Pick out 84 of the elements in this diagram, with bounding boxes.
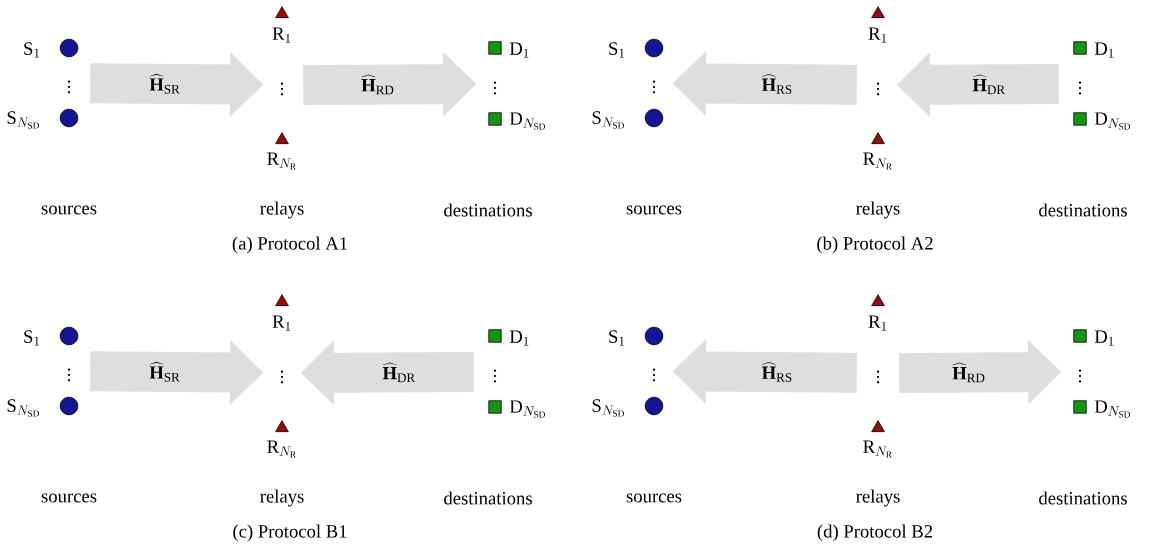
group-label: sources [41,493,97,503]
source-dot [59,38,79,58]
edge-label: $\widehat{\mathbf{H}}_{\mathrm{RS}}$ [761,74,792,94]
group-label: relays [260,489,304,507]
node-label: $\mathrm{R}_{N_{\mathrm{R}}}$ [267,440,296,458]
node-label: $\mathrm{R}_{1}$ [272,315,291,331]
vertical-dots: $\vdots$ [652,80,656,94]
node-label: $\mathrm{D}_{N_{\mathrm{SD}}}$ [1094,112,1130,130]
group-label: relays [856,201,900,219]
vertical-dots: $\vdots$ [876,370,880,384]
destination-square [488,400,502,414]
node-label: $\mathrm{R}_{N_{\mathrm{R}}}$ [863,152,892,170]
node-label: $\mathrm{R}_{1}$ [272,27,291,43]
group-label: destinations [444,491,532,505]
vertical-dots: $\vdots$ [280,82,284,96]
destination-square [488,41,502,55]
vertical-dots: $\vdots$ [493,81,497,95]
destination-square [488,329,502,343]
edge-label: $\widehat{\mathbf{H}}_{\mathrm{SR}}$ [149,73,180,94]
node-label: $\mathrm{S}_{1}$ [609,330,624,346]
vertical-dots: $\vdots$ [67,80,71,94]
group-label: destinations [444,203,532,217]
node-label: $\mathrm{R}_{N_{\mathrm{R}}}$ [267,152,296,170]
edge-label: $\widehat{\mathbf{H}}_{\mathrm{DR}}$ [972,74,1006,95]
group-label: relays [856,489,900,507]
node-label: $\mathrm{D}_{N_{\mathrm{SD}}}$ [1094,400,1130,418]
node-label: $\mathrm{D}_{N_{\mathrm{SD}}}$ [509,112,545,130]
destination-square [488,112,502,126]
vertical-dots: $\vdots$ [652,368,656,382]
group-label: relays [260,201,304,219]
source-dot [59,326,79,346]
relay-triangle [275,420,289,433]
vertical-dots: $\vdots$ [67,368,71,382]
node-label: $\mathrm{D}_{1}$ [509,330,529,346]
caption: (b) Protocol A2 [817,236,933,254]
relay-triangle [871,420,885,433]
node-label: $\mathrm{R}_{1}$ [868,27,887,43]
vertical-dots: $\vdots$ [1078,81,1082,95]
node-label: $\mathrm{S}_{N_{\mathrm{SD}}}$ [592,399,624,417]
group-label: sources [41,205,97,215]
source-dot [59,108,79,128]
node-label: $\mathrm{R}_{N_{\mathrm{R}}}$ [863,440,892,458]
destination-square [1073,400,1087,414]
caption: (c) Protocol B1 [233,524,347,542]
edge-label: $\widehat{\mathbf{H}}_{\mathrm{DR}}$ [382,362,416,383]
relay-triangle [275,132,289,145]
node-label: $\mathrm{D}_{1}$ [1094,330,1114,346]
caption: (a) Protocol A1 [232,236,347,254]
vertical-dots: $\vdots$ [280,370,284,384]
relay-triangle [871,6,885,19]
group-label: sources [626,493,682,503]
caption: (d) Protocol B2 [817,524,933,542]
group-label: destinations [1039,491,1127,505]
source-dot [59,396,79,416]
node-label: $\mathrm{D}_{N_{\mathrm{SD}}}$ [509,400,545,418]
relay-triangle [871,294,885,307]
vertical-dots: $\vdots$ [876,82,880,96]
node-label: $\mathrm{D}_{1}$ [509,42,529,58]
destination-square [1073,329,1087,343]
node-label: $\mathrm{R}_{1}$ [868,315,887,331]
relay-triangle [871,132,885,145]
vertical-dots: $\vdots$ [1078,369,1082,383]
group-label: sources [626,205,682,215]
destination-square [1073,112,1087,126]
source-dot [644,108,664,128]
node-label: $\mathrm{S}_{1}$ [24,42,39,58]
edge-label: $\widehat{\mathbf{H}}_{\mathrm{RS}}$ [761,362,792,382]
node-label: $\mathrm{S}_{1}$ [24,330,39,346]
node-label: $\mathrm{D}_{1}$ [1094,42,1114,58]
relay-triangle [275,6,289,19]
group-label: destinations [1039,203,1127,217]
relay-triangle [275,294,289,307]
source-dot [644,326,664,346]
edge-label: $\widehat{\mathbf{H}}_{\mathrm{SR}}$ [149,361,180,382]
source-dot [644,38,664,58]
destination-square [1073,41,1087,55]
node-label: $\mathrm{S}_{1}$ [609,42,624,58]
node-label: $\mathrm{S}_{N_{\mathrm{SD}}}$ [7,399,40,417]
edge-label: $\widehat{\mathbf{H}}_{\mathrm{RD}}$ [361,74,394,95]
node-label: $\mathrm{S}_{N_{\mathrm{SD}}}$ [592,111,624,129]
edge-label: $\widehat{\mathbf{H}}_{\mathrm{RD}}$ [952,362,985,383]
vertical-dots: $\vdots$ [493,369,497,383]
node-label: $\mathrm{S}_{N_{\mathrm{SD}}}$ [7,111,40,129]
source-dot [644,396,664,416]
